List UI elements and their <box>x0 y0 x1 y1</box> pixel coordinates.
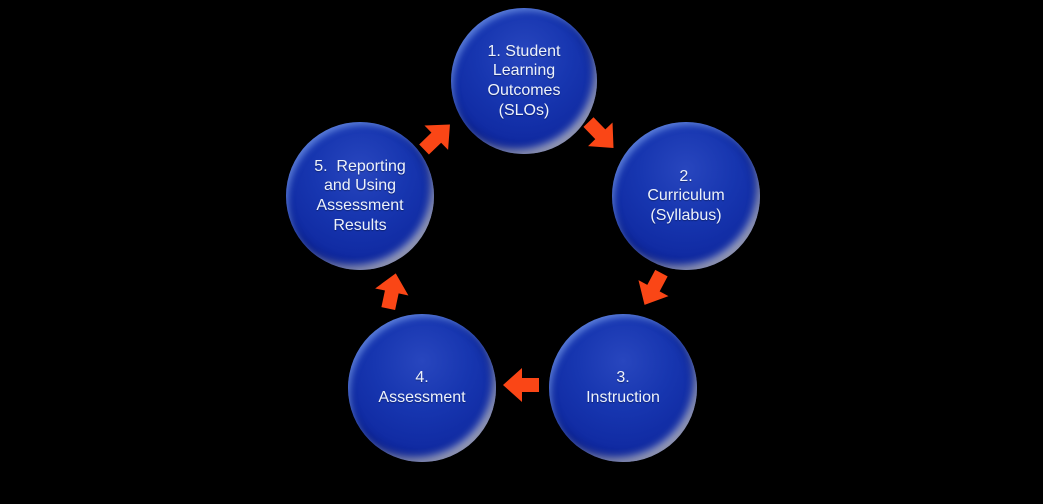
arrow-glyph <box>419 124 450 155</box>
node-curriculum: 2. Curriculum (Syllabus) <box>612 122 760 270</box>
arrow-glyph <box>375 273 409 311</box>
arrow-glyph <box>503 368 539 402</box>
arrow-5-to-1-icon <box>419 124 450 155</box>
node-assessment-label: 4. Assessment <box>378 369 466 406</box>
arrow-2-to-3-icon <box>638 269 669 305</box>
node-reporting-results: 5. Reporting and Using Assessment Result… <box>286 122 434 270</box>
node-student-learning-outcomes-label: 1. Student Learning Outcomes (SLOs) <box>487 42 561 119</box>
node-student-learning-outcomes: 1. Student Learning Outcomes (SLOs) <box>451 8 597 154</box>
arrow-glyph <box>638 269 669 305</box>
node-instruction-label: 3. Instruction <box>586 369 660 406</box>
node-reporting-results-label: 5. Reporting and Using Assessment Result… <box>314 157 406 234</box>
node-instruction: 3. Instruction <box>549 314 697 462</box>
node-assessment: 4. Assessment <box>348 314 496 462</box>
arrow-glyph <box>583 117 614 148</box>
arrow-3-to-4-icon <box>503 368 539 402</box>
node-curriculum-label: 2. Curriculum (Syllabus) <box>647 167 725 224</box>
arrow-1-to-2-icon <box>583 117 614 148</box>
arrow-4-to-5-icon <box>375 273 409 311</box>
